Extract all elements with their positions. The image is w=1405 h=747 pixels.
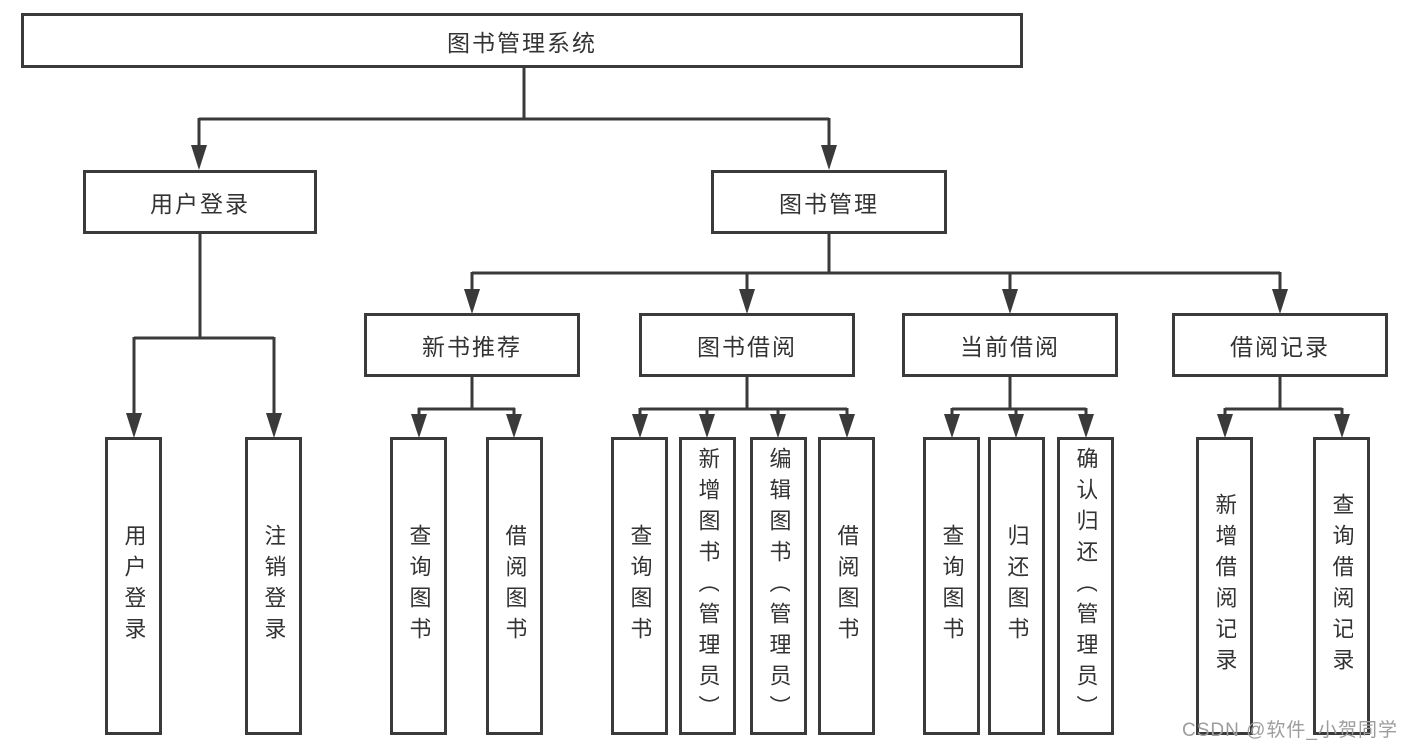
node-label: 图书借阅 bbox=[697, 334, 797, 360]
node-current-borrowing: 当前借阅 bbox=[902, 313, 1118, 377]
leaf-user-login: 用户登录 bbox=[105, 437, 162, 735]
node-label: 新书推荐 bbox=[422, 334, 522, 360]
leaf-logout: 注销登录 bbox=[245, 437, 302, 735]
node-label: 图书管理系统 bbox=[447, 29, 597, 56]
node-borrowing-records: 借阅记录 bbox=[1172, 313, 1388, 377]
node-label: 新增借阅记录 bbox=[1213, 493, 1236, 679]
node-label: 图书管理 bbox=[779, 191, 879, 217]
node-label: 归还图书 bbox=[1005, 524, 1028, 648]
node-label: 用户登录 bbox=[150, 191, 250, 217]
node-label: 注销登录 bbox=[262, 524, 285, 648]
node-label: 借阅图书 bbox=[835, 524, 858, 648]
node-label: 查询图书 bbox=[940, 524, 963, 648]
leaf-query-books-current: 查询图书 bbox=[923, 437, 980, 735]
node-label: 查询借阅记录 bbox=[1330, 493, 1353, 679]
node-book-borrowing: 图书借阅 bbox=[639, 313, 855, 377]
node-label: 借阅图书 bbox=[503, 524, 526, 648]
leaf-return-books: 归还图书 bbox=[988, 437, 1045, 735]
node-root-library-system: 图书管理系统 bbox=[21, 13, 1023, 68]
node-new-book-recommendation: 新书推荐 bbox=[364, 313, 580, 377]
leaf-query-borrow-record: 查询借阅记录 bbox=[1313, 437, 1370, 735]
leaf-borrow-books-recommend: 借阅图书 bbox=[486, 437, 543, 735]
leaf-borrow-books: 借阅图书 bbox=[818, 437, 875, 735]
leaf-add-borrow-record: 新增借阅记录 bbox=[1196, 437, 1253, 735]
node-label: 查询图书 bbox=[628, 524, 651, 648]
node-label: 编辑图书（管理员） bbox=[767, 446, 790, 726]
leaf-confirm-return-admin: 确认归还（管理员） bbox=[1057, 437, 1114, 735]
node-label: 确认归还（管理员） bbox=[1074, 446, 1097, 726]
leaf-add-books-admin: 新增图书（管理员） bbox=[679, 437, 736, 735]
node-book-management: 图书管理 bbox=[711, 170, 947, 234]
node-label: 借阅记录 bbox=[1230, 334, 1330, 360]
leaf-edit-books-admin: 编辑图书（管理员） bbox=[750, 437, 807, 735]
leaf-query-books-recommend: 查询图书 bbox=[390, 437, 447, 735]
node-label: 查询图书 bbox=[407, 524, 430, 648]
node-label: 用户登录 bbox=[122, 524, 145, 648]
node-label: 当前借阅 bbox=[960, 334, 1060, 360]
node-label: 新增图书（管理员） bbox=[696, 446, 719, 726]
node-user-login: 用户登录 bbox=[83, 170, 317, 234]
leaf-query-books-borrow: 查询图书 bbox=[611, 437, 668, 735]
csdn-watermark: CSDN @软件_小贺同学 bbox=[1182, 720, 1398, 741]
